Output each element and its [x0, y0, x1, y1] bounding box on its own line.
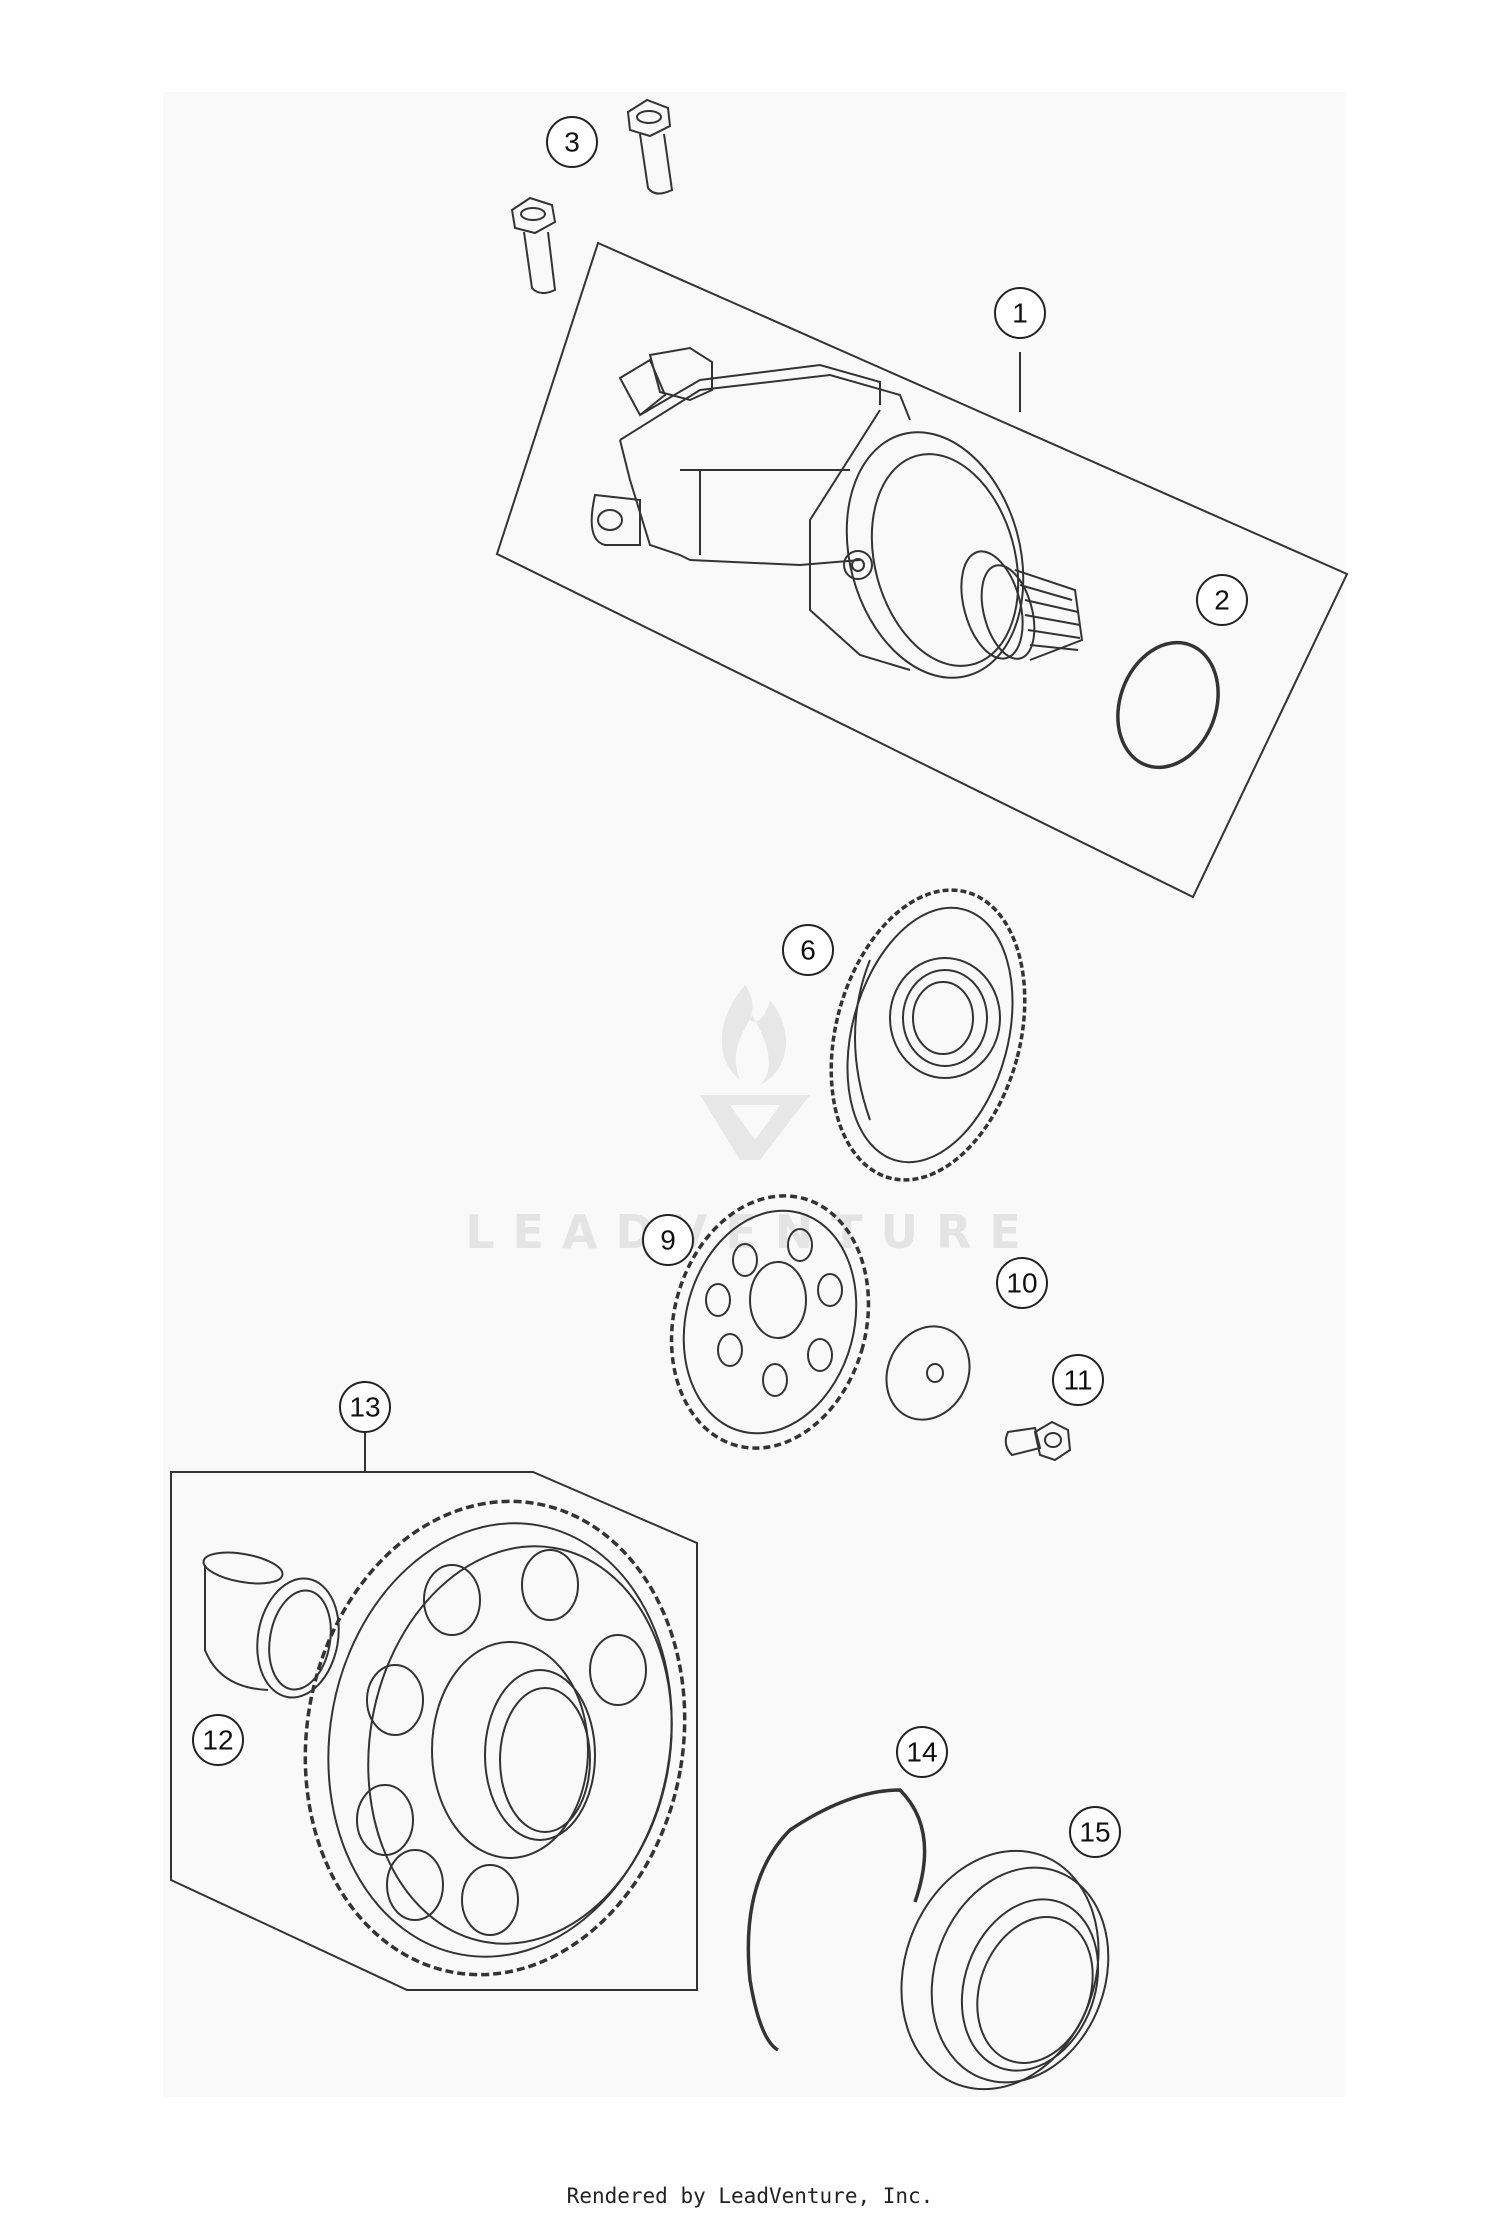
washer-part-10: [885, 1325, 971, 1421]
svg-text:12: 12: [202, 1725, 233, 1756]
svg-text:13: 13: [349, 1392, 380, 1423]
callout-12: 12: [192, 1714, 244, 1766]
part-1-group-frame: [495, 241, 1349, 899]
diagram-background: [163, 92, 1345, 2097]
sleeve-part-12: [202, 1551, 340, 1699]
callout-3: 3: [546, 116, 598, 168]
callout-1: 1: [994, 287, 1046, 339]
bolt-part-11: [1004, 1420, 1072, 1462]
callout-15: 15: [1069, 1806, 1121, 1858]
callout-14: 14: [896, 1726, 948, 1778]
svg-text:2: 2: [1214, 585, 1230, 616]
large-gear-part-13: [303, 1499, 687, 1977]
seal-ring-part-15: [900, 1849, 1110, 2091]
bolt-part-3: [510, 98, 674, 294]
callout-2: 2: [1196, 574, 1248, 626]
starter-motor-part-1: [590, 346, 1084, 679]
snap-ring-part-14: [746, 1788, 927, 2052]
leadventure-watermark: LEADVENTURE: [465, 985, 1039, 1259]
svg-text:14: 14: [906, 1737, 937, 1768]
watermark-text: LEADVENTURE: [465, 1205, 1039, 1259]
svg-text:1: 1: [1012, 298, 1028, 329]
svg-text:10: 10: [1006, 1268, 1037, 1299]
o-ring-part-2: [1116, 640, 1220, 770]
gear-part-6: [829, 888, 1027, 1182]
gear-part-9: [669, 1194, 871, 1450]
callout-13: 13: [339, 1381, 391, 1433]
callout-9: 9: [642, 1214, 694, 1266]
callout-6: 6: [782, 924, 834, 976]
callout-10: 10: [996, 1257, 1048, 1309]
footer-credit: Rendered by LeadVenture, Inc.: [566, 2184, 934, 2208]
part-13-group-frame: [170, 1471, 698, 1991]
svg-text:15: 15: [1079, 1817, 1110, 1848]
svg-text:6: 6: [800, 935, 816, 966]
svg-text:11: 11: [1063, 1365, 1092, 1396]
svg-text:3: 3: [564, 127, 580, 158]
callout-11: 11: [1052, 1354, 1104, 1406]
svg-text:9: 9: [660, 1225, 676, 1256]
